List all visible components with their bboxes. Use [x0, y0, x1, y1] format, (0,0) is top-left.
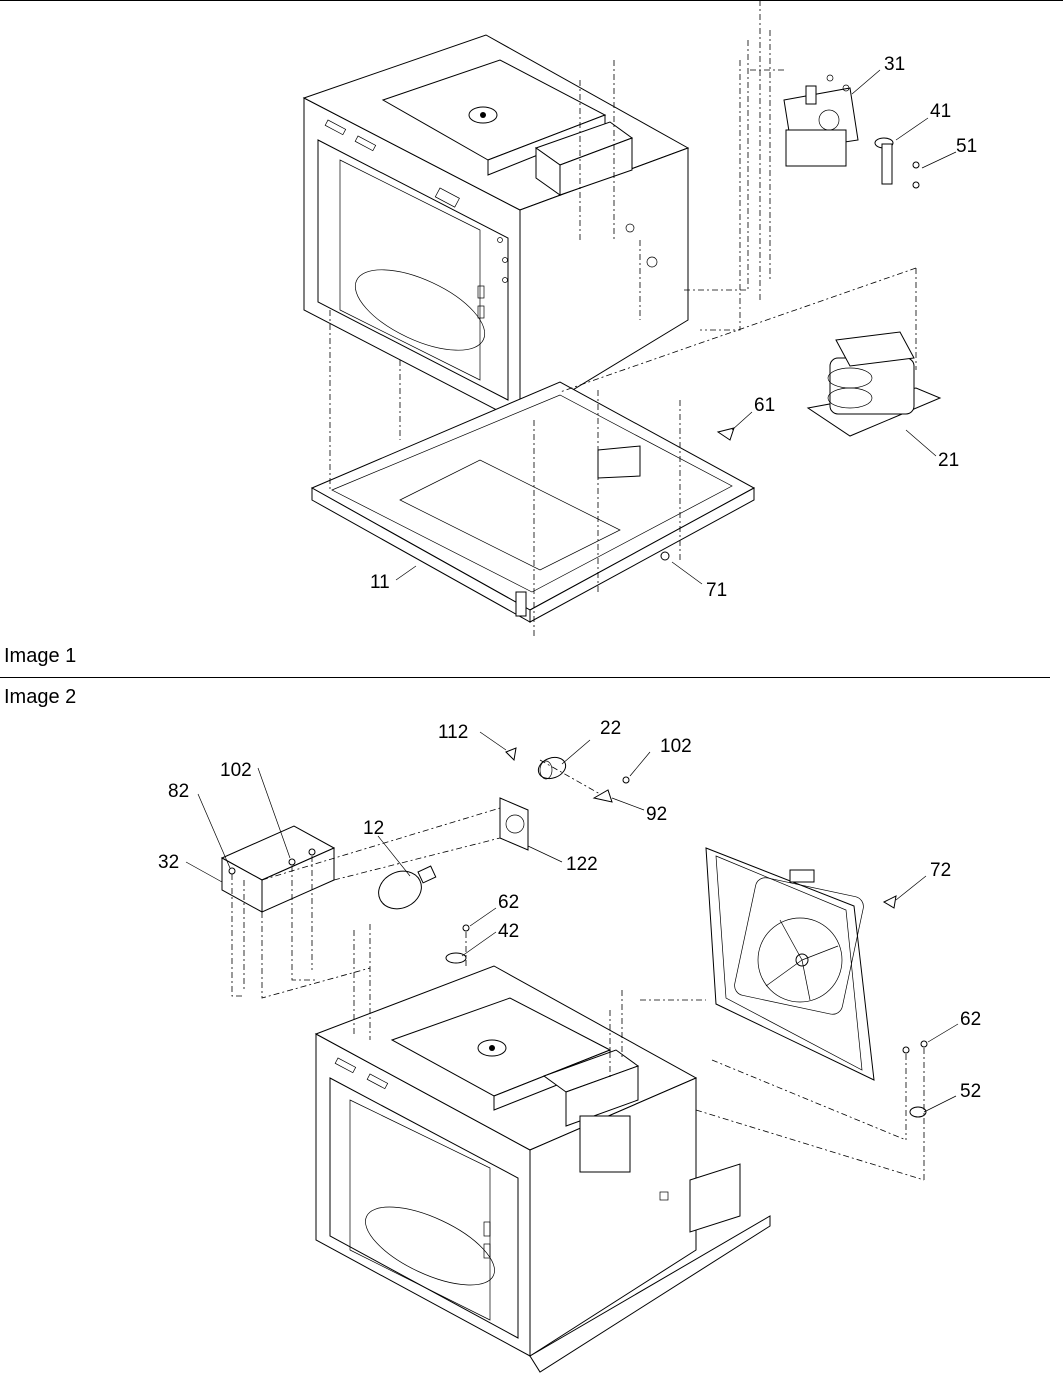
- callout-labels: 31 41 51 61 21 11 71 112 22 102 92 102 8…: [158, 54, 981, 1102]
- light-bulb-12: [378, 865, 437, 910]
- screw-51: [912, 161, 920, 189]
- base-pan-11: [310, 381, 756, 623]
- callout-31: 31: [884, 54, 905, 75]
- electrical-box-32: [220, 825, 336, 913]
- screw-102-left: [288, 848, 316, 866]
- callout-41: 41: [930, 101, 951, 122]
- lamp-bracket-122: [499, 797, 529, 851]
- callout-61: 61: [754, 395, 775, 416]
- screw-102-right: [622, 776, 630, 784]
- callout-72: 72: [930, 860, 951, 881]
- screw-72: [882, 895, 897, 909]
- callout-leaders: [185, 69, 959, 1113]
- screw-62-right: [902, 1040, 928, 1054]
- screw-82: [228, 867, 236, 875]
- callout-51: 51: [956, 136, 977, 157]
- screw-62-top: [462, 924, 470, 932]
- callout-32: 32: [158, 852, 179, 873]
- callout-52: 52: [960, 1081, 981, 1102]
- callout-11: 11: [370, 572, 390, 593]
- callout-62-right: 62: [960, 1009, 981, 1030]
- assembly-lines-1: [329, 0, 917, 636]
- oven-cavity-assembly-1: [302, 34, 690, 423]
- callout-12: 12: [363, 818, 384, 839]
- thermal-cutout-41: [874, 137, 894, 185]
- callout-82: 82: [168, 781, 189, 802]
- callout-71: 71: [706, 580, 727, 601]
- callout-112: 112: [438, 722, 468, 743]
- image-1-caption: Image 1: [4, 645, 77, 667]
- thermal-cutout-52: [909, 1106, 927, 1118]
- callout-42: 42: [498, 921, 519, 942]
- clip-92: [592, 789, 613, 803]
- callout-21: 21: [938, 450, 959, 471]
- magnetron-31: [783, 74, 859, 167]
- callout-102-left: 102: [220, 760, 252, 781]
- screw-112: [505, 747, 517, 762]
- callout-102-right: 102: [660, 736, 692, 757]
- top-border: [0, 0, 1063, 1]
- clamp-42: [445, 952, 467, 964]
- callout-22: 22: [600, 718, 621, 739]
- transformer-21: [806, 331, 942, 437]
- fan-panel-72: [705, 847, 875, 1081]
- assembly-lines-2: [231, 759, 925, 1181]
- callout-122: 122: [566, 854, 598, 875]
- callout-92: 92: [646, 804, 667, 825]
- image-2-caption: Image 2: [4, 686, 77, 708]
- oven-cavity-assembly-2: [314, 965, 771, 1373]
- callout-62-top: 62: [498, 892, 519, 913]
- image-divider: [0, 677, 1050, 678]
- lamp-socket-22: [537, 756, 567, 780]
- screw-71: [660, 551, 670, 561]
- screw-61: [716, 427, 735, 441]
